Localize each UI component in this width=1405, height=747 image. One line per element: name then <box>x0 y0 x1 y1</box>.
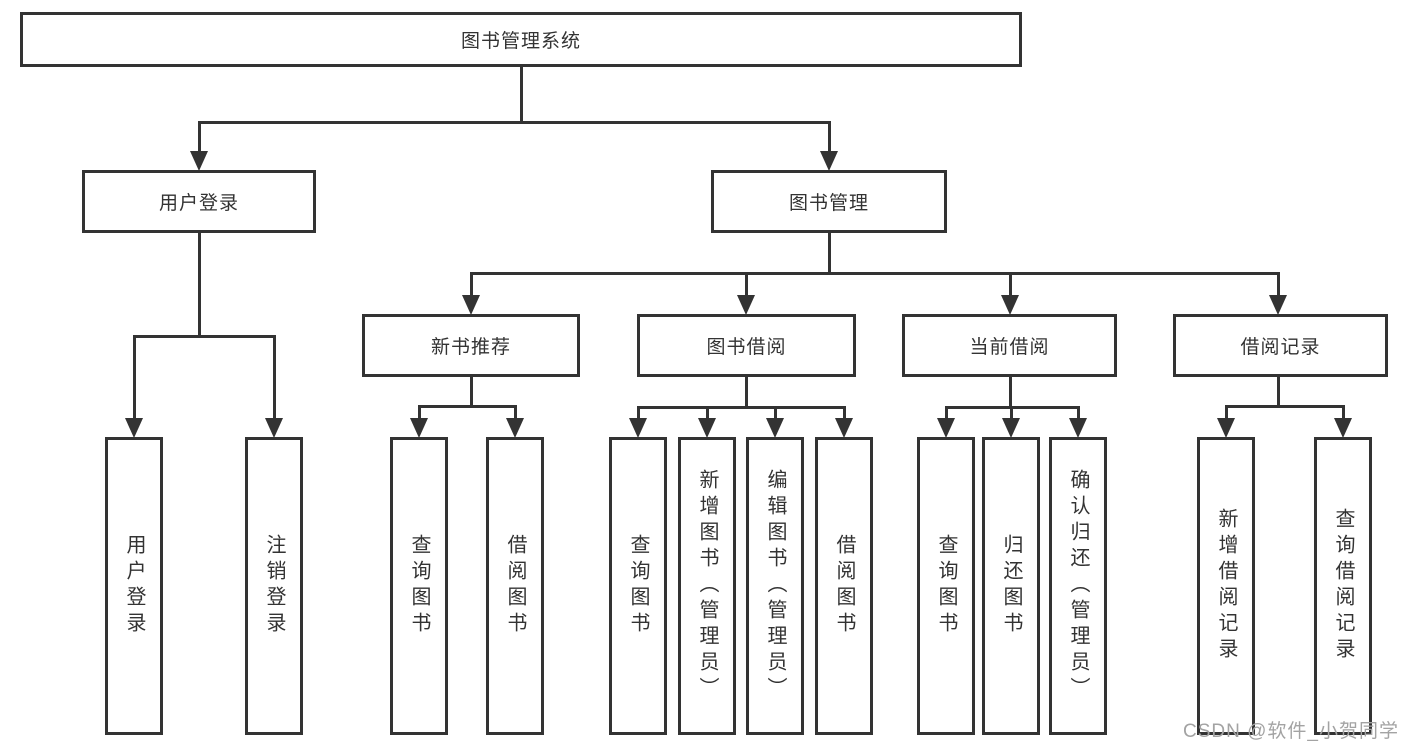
connector-current-borrow-stem <box>1008 272 1012 298</box>
leaf-user-login-label: 用户登录 <box>123 534 145 638</box>
connector-new-book-rail <box>417 405 517 408</box>
node-current-borrow-label: 当前借阅 <box>969 337 1050 358</box>
arrow-to-leaf-confirm-return <box>1069 418 1087 438</box>
connector-borrow-records-rail <box>1224 405 1345 408</box>
leaf-query-books-2-label: 查询图书 <box>627 534 649 638</box>
leaf-borrow-books-2: 借阅图书 <box>815 437 873 735</box>
leaf-borrow-books-1: 借阅图书 <box>486 437 544 735</box>
leaf-add-borrow-record-label: 新增借阅记录 <box>1215 508 1237 664</box>
connector-leaf-add-record-stem <box>1224 405 1228 421</box>
node-book-management: 图书管理 <box>711 170 947 233</box>
arrow-to-leaf-query-books-2 <box>629 418 647 438</box>
connector-leaf-confirm-return-stem <box>1076 406 1080 421</box>
node-book-management-label: 图书管理 <box>788 193 869 214</box>
leaf-edit-book-admin: 编辑图书（管理员） <box>746 437 804 735</box>
connector-leaf-return-stem <box>1009 406 1013 421</box>
leaf-query-books-1: 查询图书 <box>390 437 448 735</box>
connector-new-book-stem <box>469 272 473 298</box>
connector-leaf-borrow2-stem <box>842 406 846 421</box>
arrow-to-leaf-borrow-books-1 <box>506 418 524 438</box>
leaf-query-borrow-record: 查询借阅记录 <box>1314 437 1372 735</box>
leaf-query-books-3: 查询图书 <box>917 437 975 735</box>
connector-leaf-borrow1-stem <box>513 405 517 421</box>
csdn-watermark: CSDN @软件_小贺同学 <box>1183 721 1399 742</box>
arrow-to-leaf-user-login <box>125 418 143 438</box>
node-borrow-records-label: 借阅记录 <box>1240 337 1321 358</box>
node-book-borrow: 图书借阅 <box>637 314 856 377</box>
arrow-to-borrow-records <box>1269 295 1287 315</box>
node-user-login: 用户登录 <box>82 170 316 233</box>
arrow-to-new-book-recommend <box>462 295 480 315</box>
arrow-to-leaf-add-borrow-record <box>1217 418 1235 438</box>
leaf-borrow-books-1-label: 借阅图书 <box>504 534 526 638</box>
node-new-book-recommend: 新书推荐 <box>362 314 580 377</box>
leaf-query-books-1-label: 查询图书 <box>408 534 430 638</box>
leaf-logout-label: 注销登录 <box>263 534 285 638</box>
node-user-login-label: 用户登录 <box>158 193 239 214</box>
leaf-query-borrow-record-label: 查询借阅记录 <box>1332 508 1354 664</box>
leaf-return-books: 归还图书 <box>982 437 1040 735</box>
arrow-to-leaf-query-books-1 <box>410 418 428 438</box>
node-root: 图书管理系统 <box>20 12 1022 67</box>
node-book-borrow-label: 图书借阅 <box>706 337 787 358</box>
connector-leaf-query1-stem <box>417 405 421 421</box>
connector-borrow-records-stem <box>1276 272 1280 298</box>
connector-leaf-query2-stem <box>636 406 640 421</box>
leaf-add-book-admin-label: 新增图书（管理员） <box>696 469 718 703</box>
leaf-query-books-2: 查询图书 <box>609 437 667 735</box>
leaf-confirm-return-admin-label: 确认归还（管理员） <box>1067 469 1089 703</box>
connector-book-borrow-down <box>744 377 748 409</box>
leaf-logout: 注销登录 <box>245 437 303 735</box>
arrow-to-leaf-query-borrow-record <box>1334 418 1352 438</box>
leaf-query-books-3-label: 查询图书 <box>935 534 957 638</box>
connector-level2-rail <box>469 272 1280 275</box>
leaf-return-books-label: 归还图书 <box>1000 534 1022 638</box>
arrow-to-leaf-borrow-books-2 <box>835 418 853 438</box>
connector-leaf-add-book-stem <box>705 406 709 421</box>
leaf-borrow-books-2-label: 借阅图书 <box>833 534 855 638</box>
connector-user-login-stem <box>197 121 201 154</box>
leaf-confirm-return-admin: 确认归还（管理员） <box>1049 437 1107 735</box>
arrow-to-leaf-edit-book <box>766 418 784 438</box>
arrow-to-leaf-logout <box>265 418 283 438</box>
connector-user-login-down <box>197 233 201 338</box>
connector-leaf-logout-stem <box>272 335 276 421</box>
connector-leaf-edit-book-stem <box>773 406 777 421</box>
leaf-add-borrow-record: 新增借阅记录 <box>1197 437 1255 735</box>
leaf-add-book-admin: 新增图书（管理员） <box>678 437 736 735</box>
arrow-to-current-borrow <box>1001 295 1019 315</box>
connector-current-borrow-down <box>1008 377 1012 409</box>
leaf-edit-book-admin-label: 编辑图书（管理员） <box>764 469 786 703</box>
arrow-to-leaf-add-book <box>698 418 716 438</box>
arrow-to-user-login <box>190 151 208 171</box>
arrow-to-book-borrow <box>737 295 755 315</box>
node-borrow-records: 借阅记录 <box>1173 314 1388 377</box>
connector-borrow-records-down <box>1276 377 1280 408</box>
node-new-book-recommend-label: 新书推荐 <box>430 337 511 358</box>
connector-leaf-query-record-stem <box>1341 405 1345 421</box>
connector-book-management-stem <box>827 121 831 154</box>
node-root-label: 图书管理系统 <box>460 31 581 52</box>
connector-root-stem <box>519 67 523 124</box>
arrow-to-leaf-return-books <box>1002 418 1020 438</box>
connector-leaf-user-login-stem <box>132 335 136 421</box>
arrow-to-book-management <box>820 151 838 171</box>
node-current-borrow: 当前借阅 <box>902 314 1117 377</box>
connector-leaf-query3-stem <box>944 406 948 421</box>
connector-book-borrow-stem <box>744 272 748 298</box>
arrow-to-leaf-query-books-3 <box>937 418 955 438</box>
connector-level1-rail <box>197 121 831 124</box>
connector-book-borrow-rail <box>636 406 846 409</box>
connector-user-login-rail <box>132 335 276 338</box>
connector-new-book-down <box>469 377 473 408</box>
leaf-user-login: 用户登录 <box>105 437 163 735</box>
connector-book-management-down <box>827 233 831 275</box>
